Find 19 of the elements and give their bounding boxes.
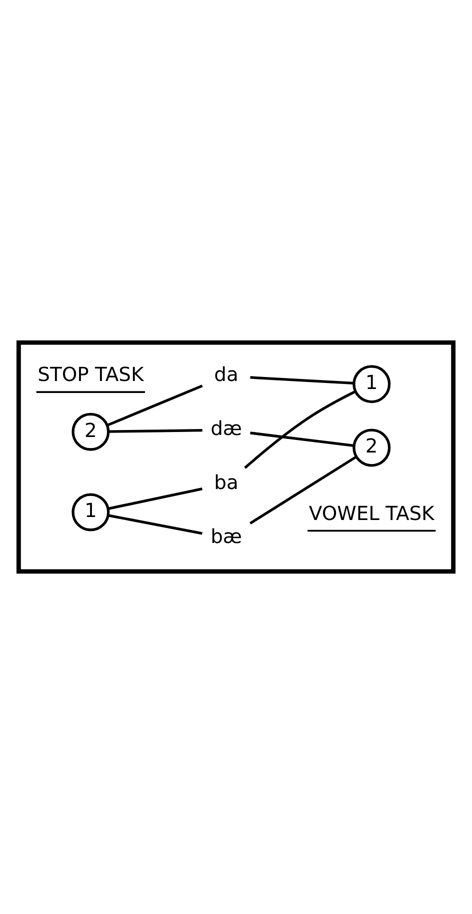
node-circle: 2 [352, 428, 391, 467]
node-circle: 1 [72, 493, 110, 532]
label: VOWEL TASK [308, 502, 434, 525]
connector [250, 432, 354, 447]
node-text: da [214, 363, 238, 386]
connector [108, 429, 202, 433]
cluster [16, 340, 456, 574]
connector [250, 456, 357, 524]
node-circle: 2 [72, 412, 110, 451]
node-text: dæ [210, 417, 242, 440]
connector [106, 384, 203, 427]
node-circle: 1 [352, 365, 391, 404]
connector [244, 390, 356, 469]
connector [108, 514, 202, 535]
connector [250, 376, 354, 384]
connector [108, 488, 202, 510]
node-text: bæ [210, 524, 242, 548]
label: STOP TASK [38, 363, 144, 386]
node-text: ba [214, 470, 238, 494]
